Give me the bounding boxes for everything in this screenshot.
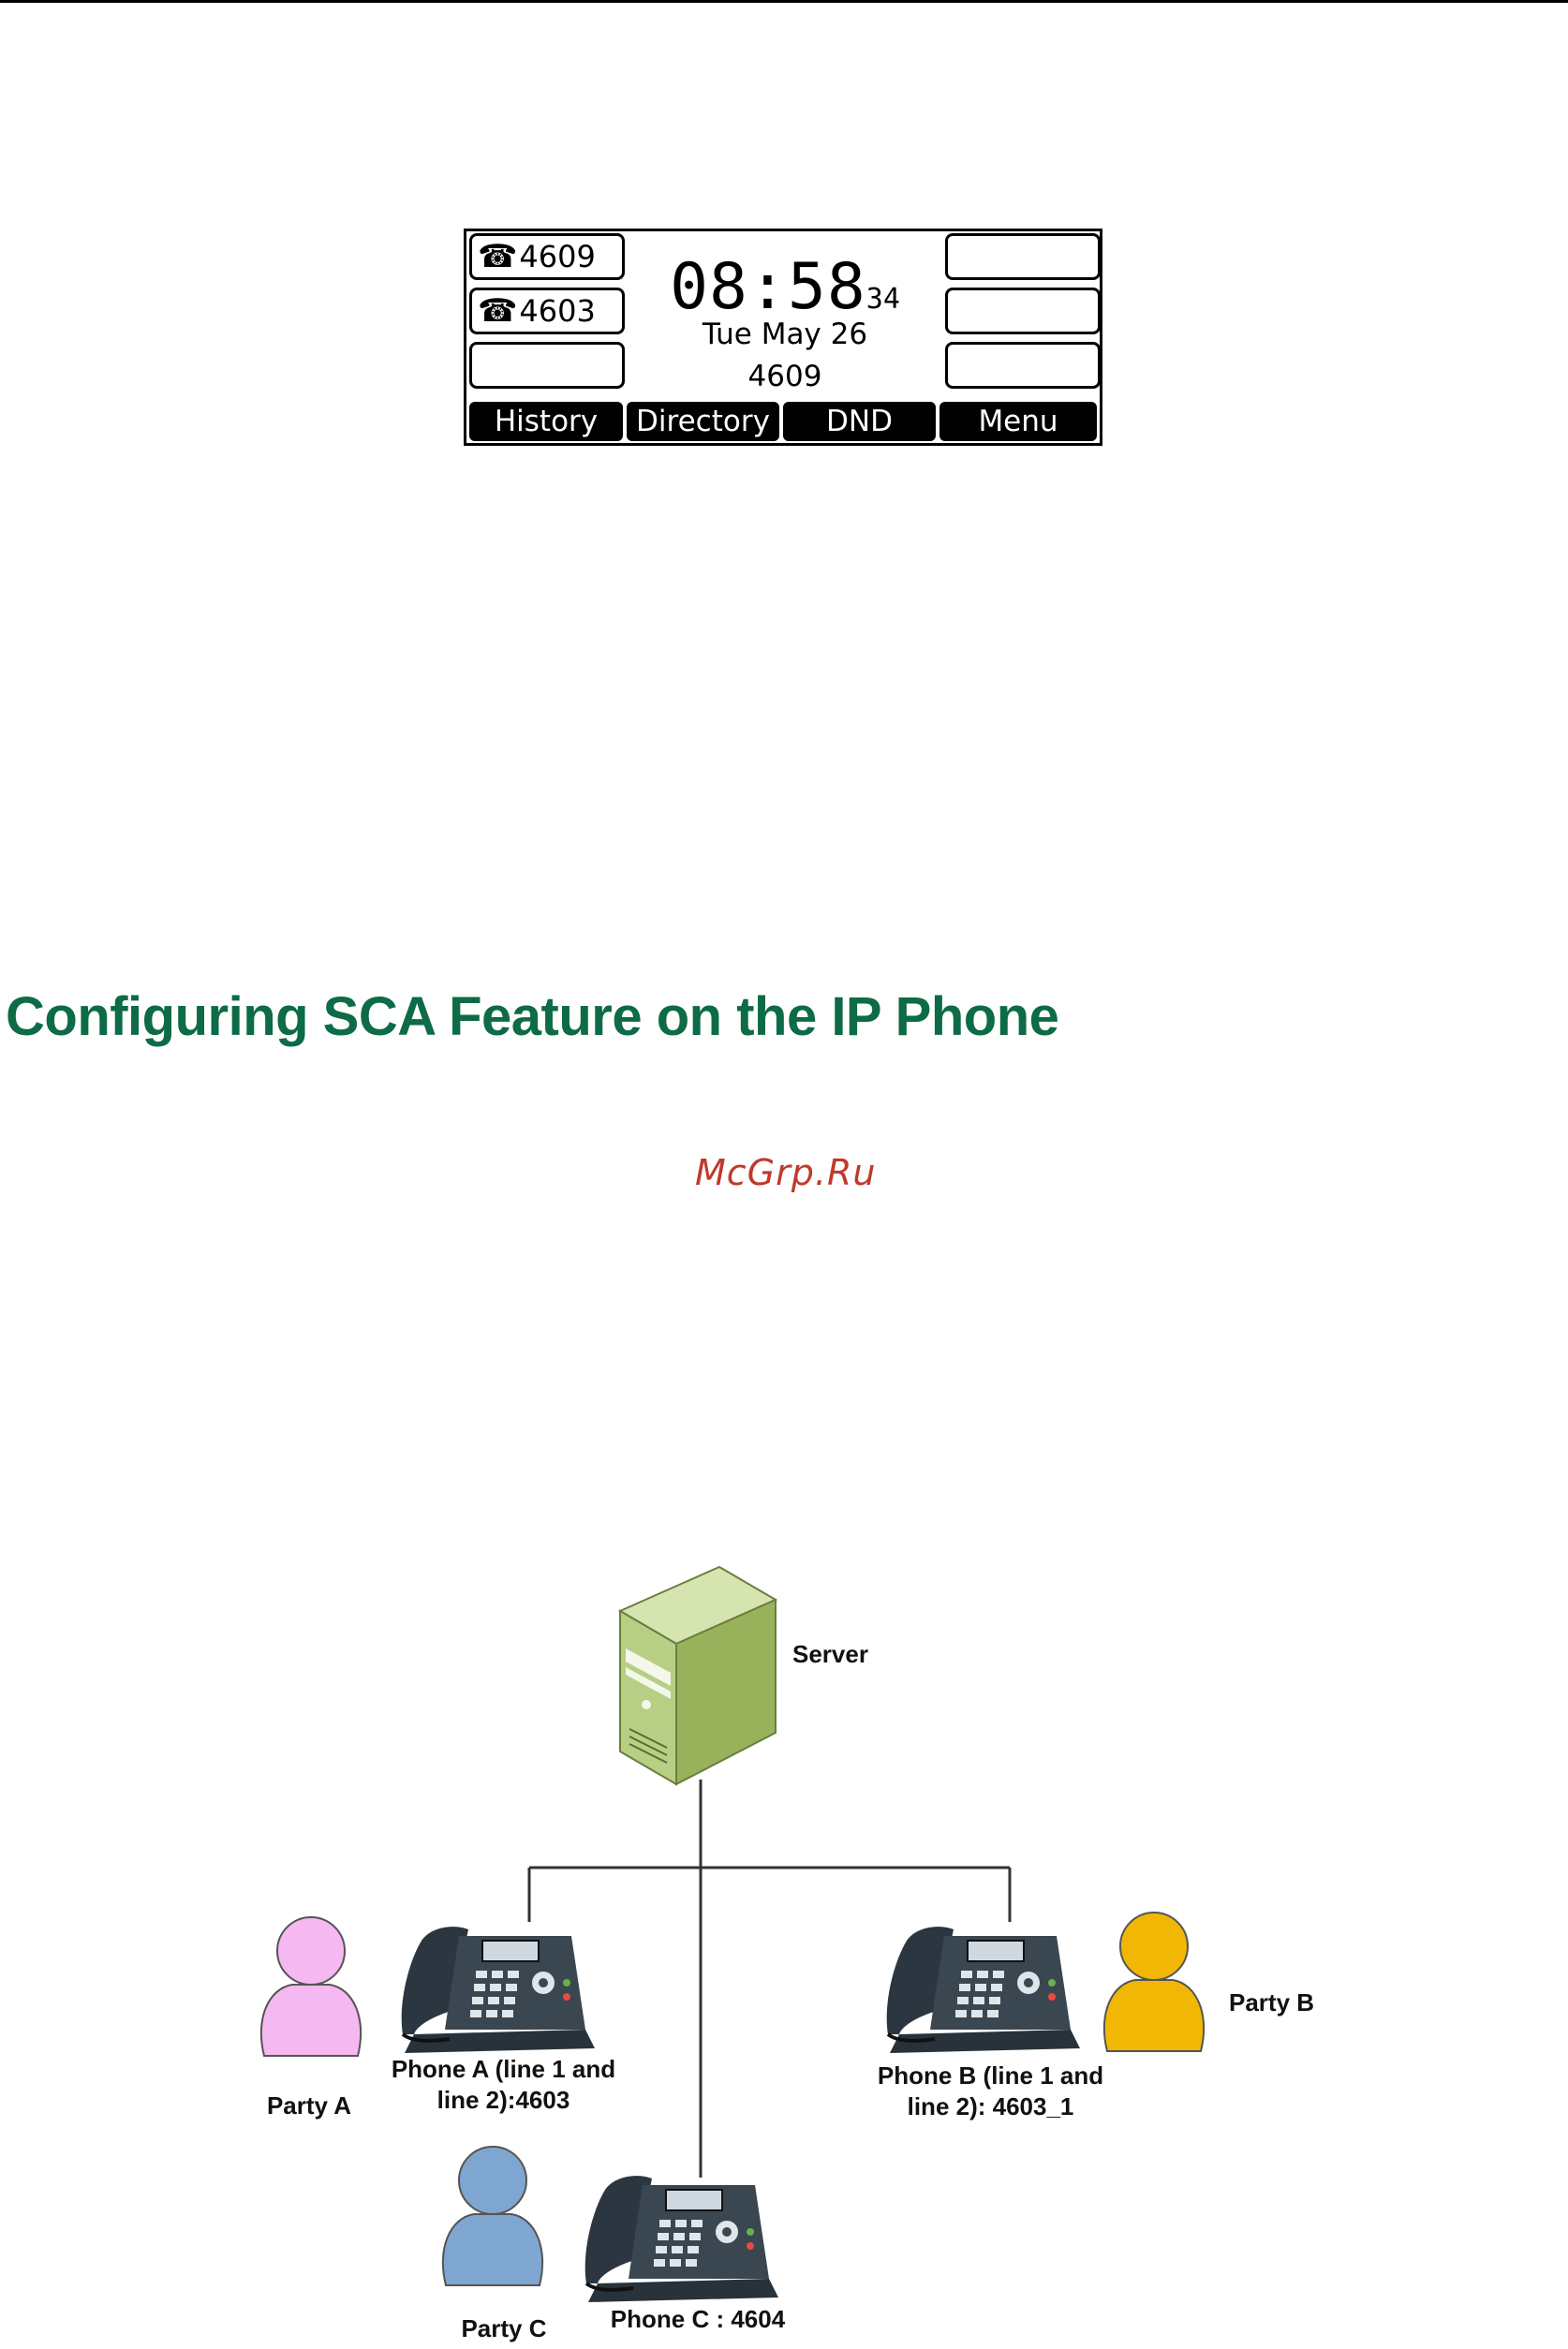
party-c-label: Party C: [448, 2313, 560, 2344]
phone-c-label: Phone C : 4604: [590, 2304, 806, 2335]
phone-b-label: Phone B (line 1 and line 2): 4603_1: [862, 2061, 1119, 2122]
phone-a-label-line-1: Phone A (line 1 and: [375, 2054, 632, 2085]
server-label: Server: [792, 1639, 868, 1670]
party-b-label: Party B: [1229, 1987, 1341, 2018]
phone-a-icon: [402, 1927, 595, 2053]
phone-a-label-line-2: line 2):4603: [375, 2085, 632, 2116]
party-a-person-icon: [261, 1917, 361, 2056]
party-b-person-icon: [1104, 1913, 1204, 2051]
phone-b-label-line-1: Phone B (line 1 and: [862, 2061, 1119, 2091]
party-a-label: Party A: [253, 2090, 365, 2121]
server-icon: [620, 1567, 776, 1784]
party-c-person-icon: [443, 2147, 542, 2285]
phone-b-label-line-2: line 2): 4603_1: [862, 2091, 1119, 2122]
phone-c-icon: [585, 2176, 778, 2302]
phone-b-icon: [887, 1927, 1080, 2053]
phone-a-label: Phone A (line 1 and line 2):4603: [375, 2054, 632, 2116]
